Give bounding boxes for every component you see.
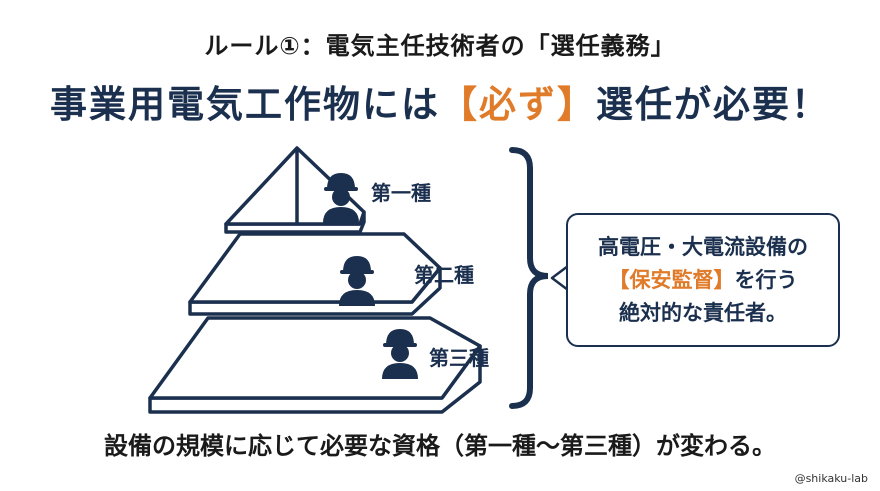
worker-helmet-icon [339, 256, 375, 306]
callout-line-2-rest: を行う [734, 268, 798, 292]
pyramid-tier-2-top [188, 232, 442, 304]
callout-accent: 【保安監督】 [608, 268, 735, 292]
worker-helmet-icon [323, 173, 359, 223]
callout-box: 高電圧・大電流設備の 【保安監督】を行う 絶対的な責任者。 [566, 213, 840, 347]
headline-accent: 【必ず】 [440, 83, 596, 126]
tier-label-3: 第三種 [429, 346, 489, 370]
headline: 事業用電気工作物には【必ず】選任が必要！ [0, 74, 880, 128]
bottom-caption: 設備の規模に応じて必要な資格（第一種〜第三種）が変わる。 [104, 432, 776, 460]
headline-after: 選任が必要！ [596, 83, 830, 126]
pyramid-tier-1-top [224, 146, 366, 226]
callout-line-3: 絶対的な責任者。 [619, 301, 787, 325]
headline-before: 事業用電気工作物には [50, 83, 440, 126]
credit-handle: @shikaku-lab [794, 472, 868, 485]
tier-label-2: 第二種 [414, 263, 474, 287]
tier-label-1: 第一種 [371, 181, 431, 205]
curly-brace [509, 147, 549, 409]
worker-helmet-icon [382, 329, 418, 379]
callout-text: 高電圧・大電流設備の 【保安監督】を行う 絶対的な責任者。 [568, 231, 838, 330]
callout-line-2: 【保安監督】を行う [568, 264, 838, 297]
rule-title: ルール①：電気主任技術者の「選任義務」 [204, 32, 676, 60]
callout-line-1: 高電圧・大電流設備の [598, 235, 808, 259]
